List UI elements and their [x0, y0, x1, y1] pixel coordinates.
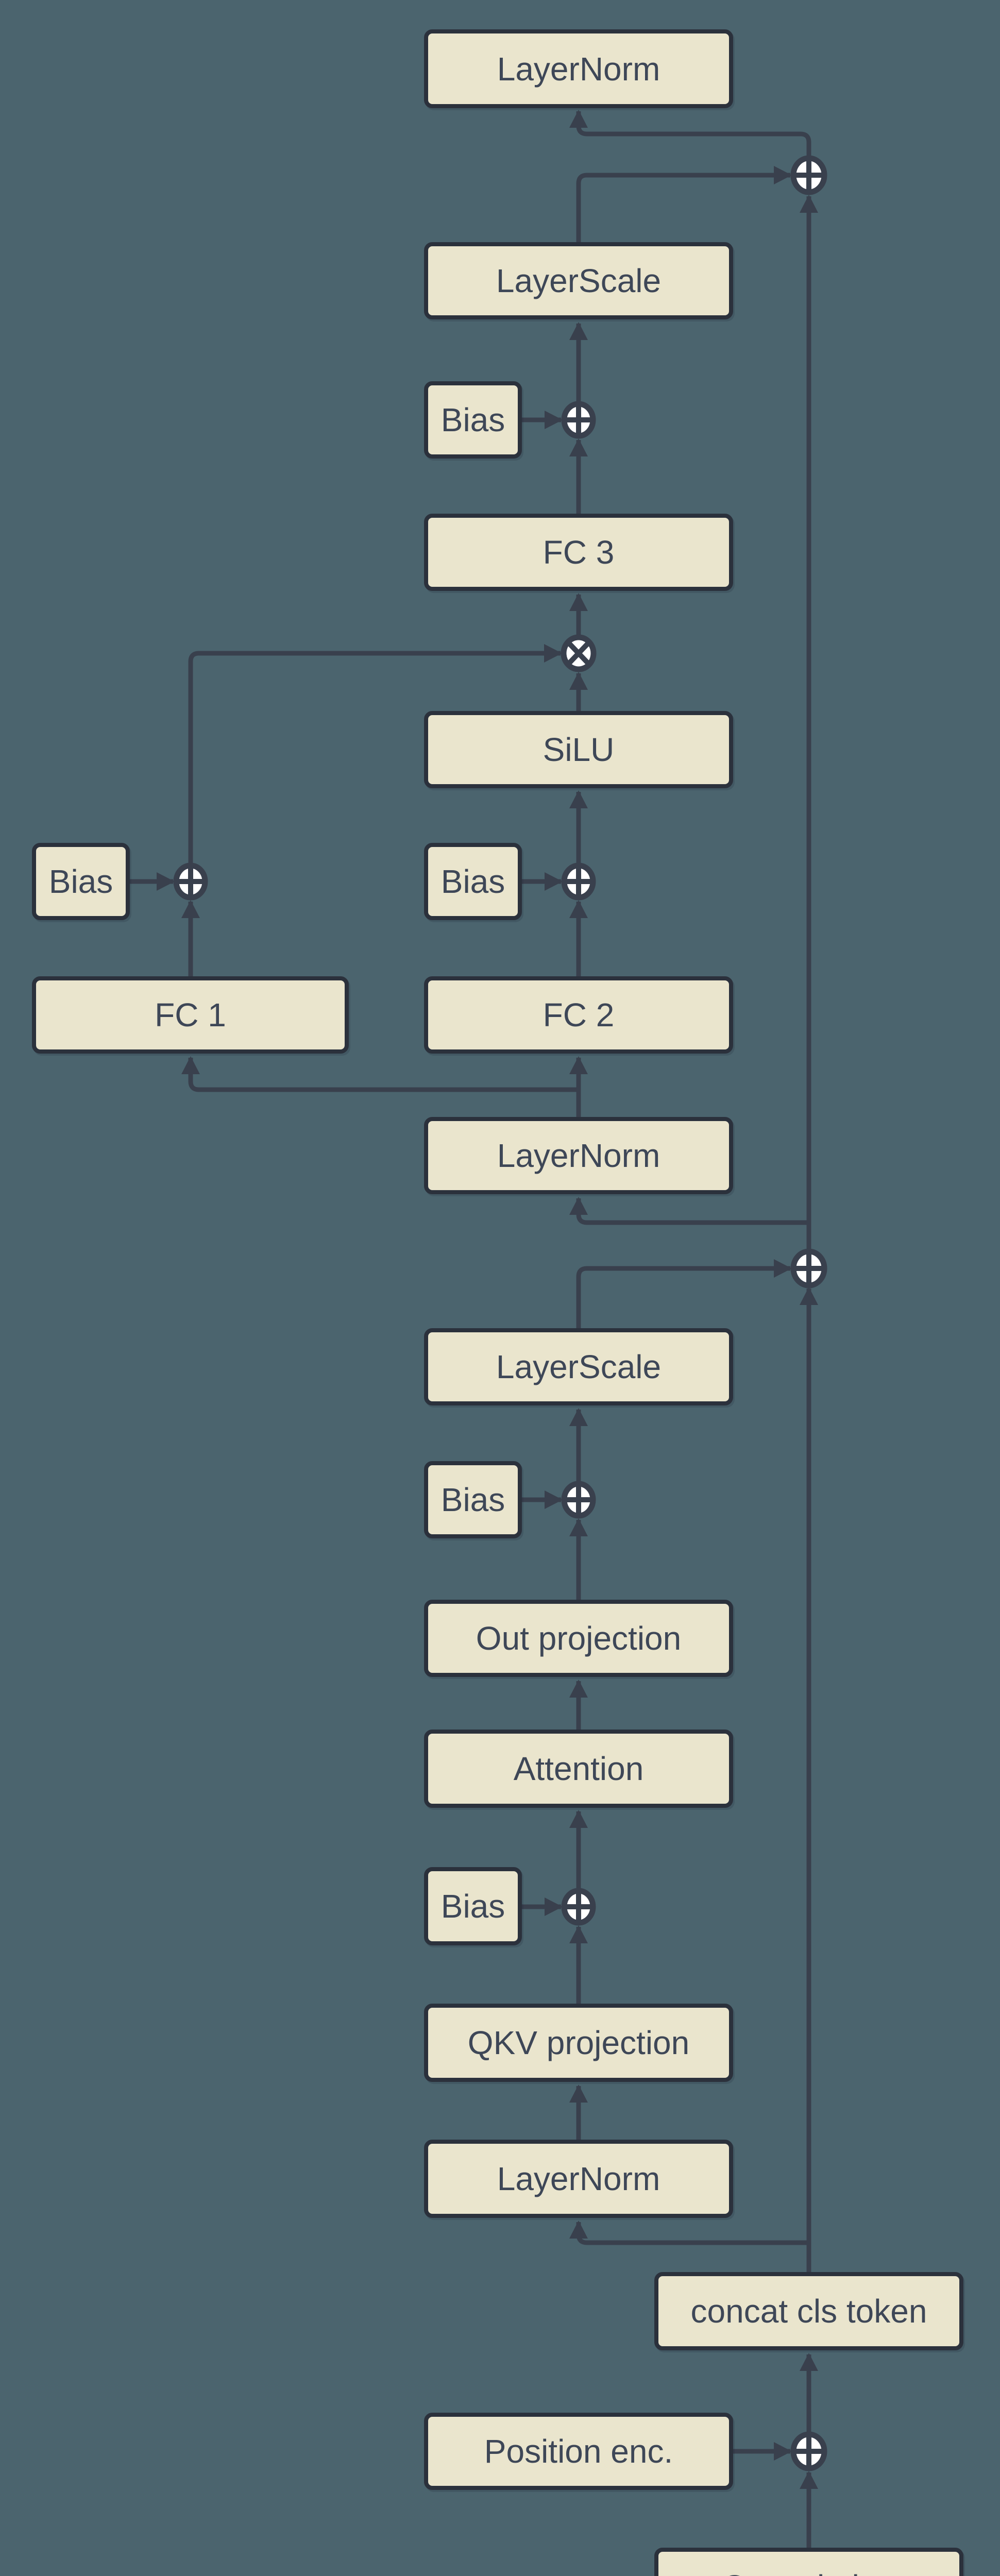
node-label: concat cls token — [690, 2293, 927, 2330]
multiply-node-icon-glu-gate — [561, 634, 597, 672]
add-node-icon-bias-fc2 — [561, 862, 596, 901]
node-label: QKV projection — [467, 2024, 690, 2061]
node-layernorm-mlp: LayerNorm — [424, 1117, 733, 1194]
edge-layerscale-attn-to-add2 — [576, 1259, 792, 1328]
node-label: Bias — [440, 1888, 505, 1925]
add-node-icon-bias-qkv — [561, 1888, 596, 1926]
node-attention: Attention — [424, 1730, 733, 1808]
node-bias-out: Bias — [424, 1461, 522, 1538]
add-node-icon-bias-fc3 — [561, 401, 596, 439]
node-label: Position enc. — [484, 2433, 673, 2470]
node-label: Out projection — [476, 1620, 682, 1657]
node-label: Bias — [440, 1481, 505, 1518]
edge-branch-to-fc1 — [181, 1056, 579, 1092]
node-label: Bias — [440, 863, 505, 900]
node-label: LayerNorm — [497, 2160, 660, 2197]
node-label: LayerScale — [496, 1348, 662, 1385]
add-node-icon-position — [790, 2431, 827, 2471]
node-fc3: FC 3 — [424, 514, 733, 591]
edge-rail-branch-to-layernorm-mlp — [569, 1197, 809, 1225]
add-node-icon-residual-mid — [790, 1248, 827, 1289]
edge-rail-branch-to-layernorm-attn — [569, 2221, 809, 2245]
edge-add1-to-layernorm-top — [569, 110, 811, 158]
add-node-icon-bias-fc1 — [173, 862, 208, 901]
add-node-icon-residual-top — [790, 155, 827, 195]
node-label: FC 3 — [543, 534, 615, 571]
edge-layerscale-mlp-to-add1 — [576, 166, 792, 242]
node-layerscale-mlp: LayerScale — [424, 242, 733, 319]
node-bias-fc1: Bias — [32, 843, 130, 920]
node-label: LayerNorm — [497, 1137, 660, 1174]
node-label: Bias — [48, 863, 113, 900]
node-fc1: FC 1 — [32, 976, 349, 1054]
node-label: Attention — [513, 1750, 644, 1787]
node-bias-qkv: Bias — [424, 1867, 522, 1945]
node-bias-fc3: Bias — [424, 381, 522, 459]
node-layernorm-attn: LayerNorm — [424, 2140, 733, 2218]
node-silu: SiLU — [424, 711, 733, 788]
node-label: FC 2 — [543, 996, 615, 1033]
node-label: FC 1 — [155, 996, 226, 1033]
node-convolution: Convolution — [654, 2548, 963, 2576]
node-label: SiLU — [543, 731, 615, 768]
node-layerscale-attn: LayerScale — [424, 1328, 733, 1405]
node-out-projection: Out projection — [424, 1600, 733, 1677]
node-fc2: FC 2 — [424, 976, 733, 1054]
add-node-icon-bias-out — [561, 1481, 596, 1519]
node-position-enc: Position enc. — [424, 2413, 733, 2490]
node-label: LayerScale — [496, 262, 662, 299]
node-bias-fc2: Bias — [424, 843, 522, 920]
node-concat-cls-token: concat cls token — [654, 2272, 963, 2350]
node-label: Convolution — [722, 2570, 896, 2576]
node-qkv-projection: QKV projection — [424, 2004, 733, 2082]
node-label: LayerNorm — [497, 50, 660, 88]
node-layernorm-output: LayerNorm — [424, 29, 733, 108]
edge-addL-to-multiply — [188, 644, 562, 866]
node-label: Bias — [440, 401, 505, 438]
